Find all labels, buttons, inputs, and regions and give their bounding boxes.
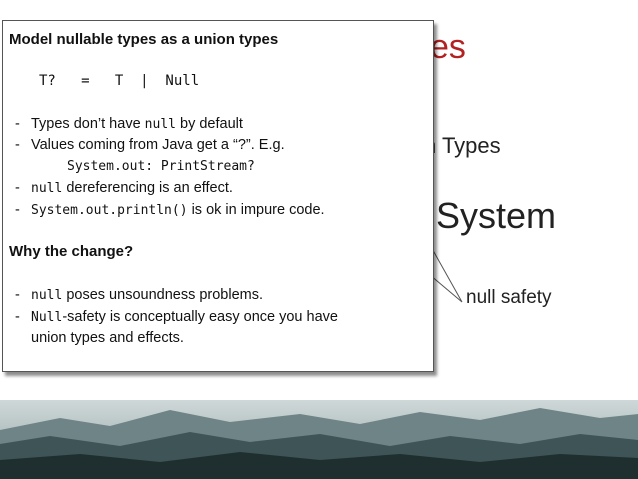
bullet-item: -Values coming from Java get a “?”. E.g. — [15, 137, 285, 153]
slide-title-fragment: es — [430, 28, 466, 66]
bullet-item: -Null-safety is conceptually easy once y… — [15, 309, 338, 325]
example-code: System.out: PrintStream? — [67, 159, 255, 174]
slide-line-types: n Types — [424, 133, 501, 158]
mountain-landscape-icon — [0, 400, 638, 479]
bullet-item: -System.out.println() is ok in impure co… — [15, 202, 325, 218]
callout-popup: Model nullable types as a union types T?… — [2, 20, 434, 372]
bullet-item: -null poses unsoundness problems. — [15, 287, 264, 303]
popup-heading: Model nullable types as a union types — [9, 31, 279, 48]
nullable-union-formula: T? = T | Null — [39, 73, 200, 89]
bullet-item: -Types don’t have null by default — [15, 116, 243, 132]
bullet-continuation: union types and effects. — [31, 330, 184, 346]
slide-line-system: System — [436, 195, 557, 236]
bullet-item: -null dereferencing is an effect. — [15, 180, 233, 196]
slide-line-null-safety: null safety — [466, 287, 552, 308]
why-heading: Why the change? — [9, 243, 134, 260]
